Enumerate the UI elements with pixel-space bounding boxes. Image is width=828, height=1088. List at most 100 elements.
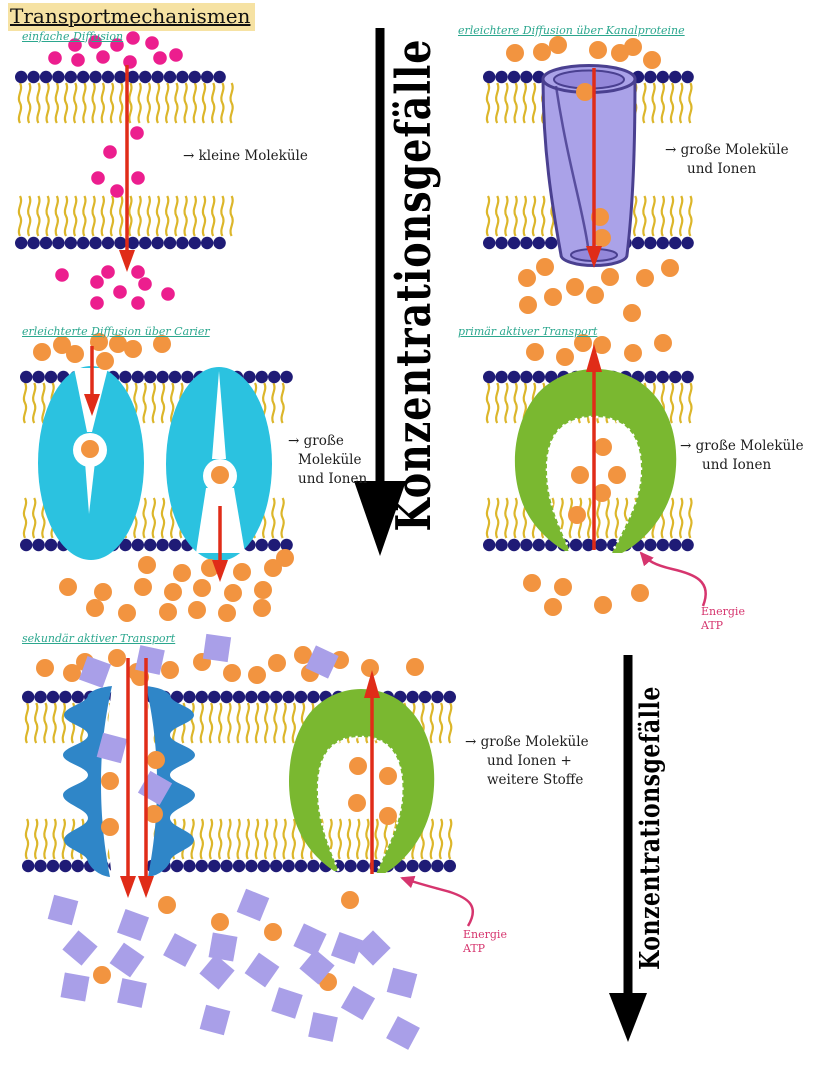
lipid-head — [443, 859, 456, 873]
small-molecule — [113, 285, 127, 299]
lipid-head — [631, 236, 645, 250]
lipid-head — [195, 859, 208, 873]
note-channel: → große Moleküle und Ionen — [665, 142, 789, 177]
large-molecule — [254, 581, 272, 599]
large-molecule — [623, 304, 641, 322]
other-substance — [355, 930, 391, 966]
lipid-head — [507, 70, 521, 84]
large-molecule — [624, 344, 642, 362]
lipid-head — [294, 859, 308, 873]
note-secondary: → große Moleküle und Ionen + weitere Sto… — [465, 734, 589, 788]
other-substance — [244, 952, 280, 988]
lipid-head — [71, 690, 85, 704]
lipid-head — [282, 690, 295, 704]
small-molecule — [131, 296, 145, 310]
large-molecule — [594, 596, 612, 614]
active-transport-pump — [289, 689, 435, 874]
lipid-head — [20, 538, 33, 552]
large-molecule — [33, 343, 51, 361]
large-molecule — [523, 574, 541, 592]
large-molecule — [654, 334, 672, 352]
lipid-head — [644, 70, 657, 84]
lipid-head — [495, 370, 508, 384]
large-molecule — [593, 229, 611, 247]
lipid-head — [255, 538, 268, 552]
small-molecule — [96, 50, 110, 64]
large-molecule — [94, 583, 112, 601]
lipid-head — [483, 538, 496, 552]
large-molecule — [224, 584, 242, 602]
lipid-head — [59, 859, 72, 873]
large-molecule — [636, 269, 654, 287]
energy-label-primary: Energie ATP — [701, 605, 745, 632]
small-molecule — [161, 287, 175, 301]
large-molecule — [134, 578, 152, 596]
small-molecule — [55, 268, 69, 282]
other-substance — [117, 978, 147, 1008]
large-molecule — [519, 296, 537, 314]
large-molecule — [593, 336, 611, 354]
large-molecule — [218, 604, 236, 622]
lipid-head — [532, 538, 545, 552]
lipid-head — [483, 370, 496, 384]
other-substance — [299, 949, 335, 985]
lipid-head — [176, 70, 189, 84]
large-molecule — [253, 599, 271, 617]
lipid-head — [294, 690, 308, 704]
large-molecule — [526, 343, 544, 361]
large-molecule — [118, 604, 136, 622]
lipid-head — [268, 538, 281, 552]
lipid-head — [77, 70, 90, 84]
lipid-head — [27, 236, 40, 250]
large-molecule — [624, 38, 642, 56]
small-molecule — [91, 171, 105, 185]
lipid-head — [245, 690, 258, 704]
gradient-label-1: Konzentrationsgefälle — [384, 38, 442, 532]
lipid-head — [144, 538, 157, 552]
lipid-head — [232, 690, 246, 704]
lipid-head — [114, 70, 127, 84]
lipid-head — [220, 859, 233, 873]
lipid-head — [201, 236, 214, 250]
lipid-head — [431, 690, 444, 704]
lipid-head — [656, 70, 669, 84]
gradient-arrow — [354, 28, 647, 1042]
lipid-head — [213, 70, 226, 84]
small-molecule — [138, 277, 152, 291]
large-molecule — [608, 466, 626, 484]
large-molecule — [268, 654, 286, 672]
other-substance — [330, 931, 364, 965]
page-title: Transportmechanismen — [8, 3, 256, 31]
other-substance — [199, 1004, 231, 1036]
lipid-head — [144, 370, 157, 384]
lipid-head — [52, 70, 65, 84]
large-molecule — [145, 805, 163, 823]
large-molecule — [101, 772, 119, 790]
lipid-head — [495, 70, 508, 84]
small-molecule — [88, 35, 102, 49]
lipid-head — [46, 690, 60, 704]
large-molecule — [264, 559, 282, 577]
other-substance — [60, 972, 90, 1002]
lipid-head — [644, 370, 657, 384]
lipid-head — [114, 236, 127, 250]
large-molecule — [536, 258, 554, 276]
large-molecule — [164, 583, 182, 601]
lipid-head — [64, 236, 78, 250]
lipid-head — [669, 538, 682, 552]
lipid-head — [483, 70, 496, 84]
small-molecule — [131, 171, 145, 185]
small-molecule — [101, 265, 115, 279]
small-molecule — [145, 36, 159, 50]
lipid-head — [520, 538, 533, 552]
lipid-head — [406, 690, 419, 704]
lipid-head — [183, 859, 196, 873]
large-molecule — [593, 484, 611, 502]
lipid-head — [22, 859, 35, 873]
other-substance — [386, 1016, 420, 1050]
lipid-head — [139, 70, 152, 84]
small-molecule — [48, 51, 62, 65]
lipid-head — [71, 859, 85, 873]
lipid-head — [280, 370, 293, 384]
